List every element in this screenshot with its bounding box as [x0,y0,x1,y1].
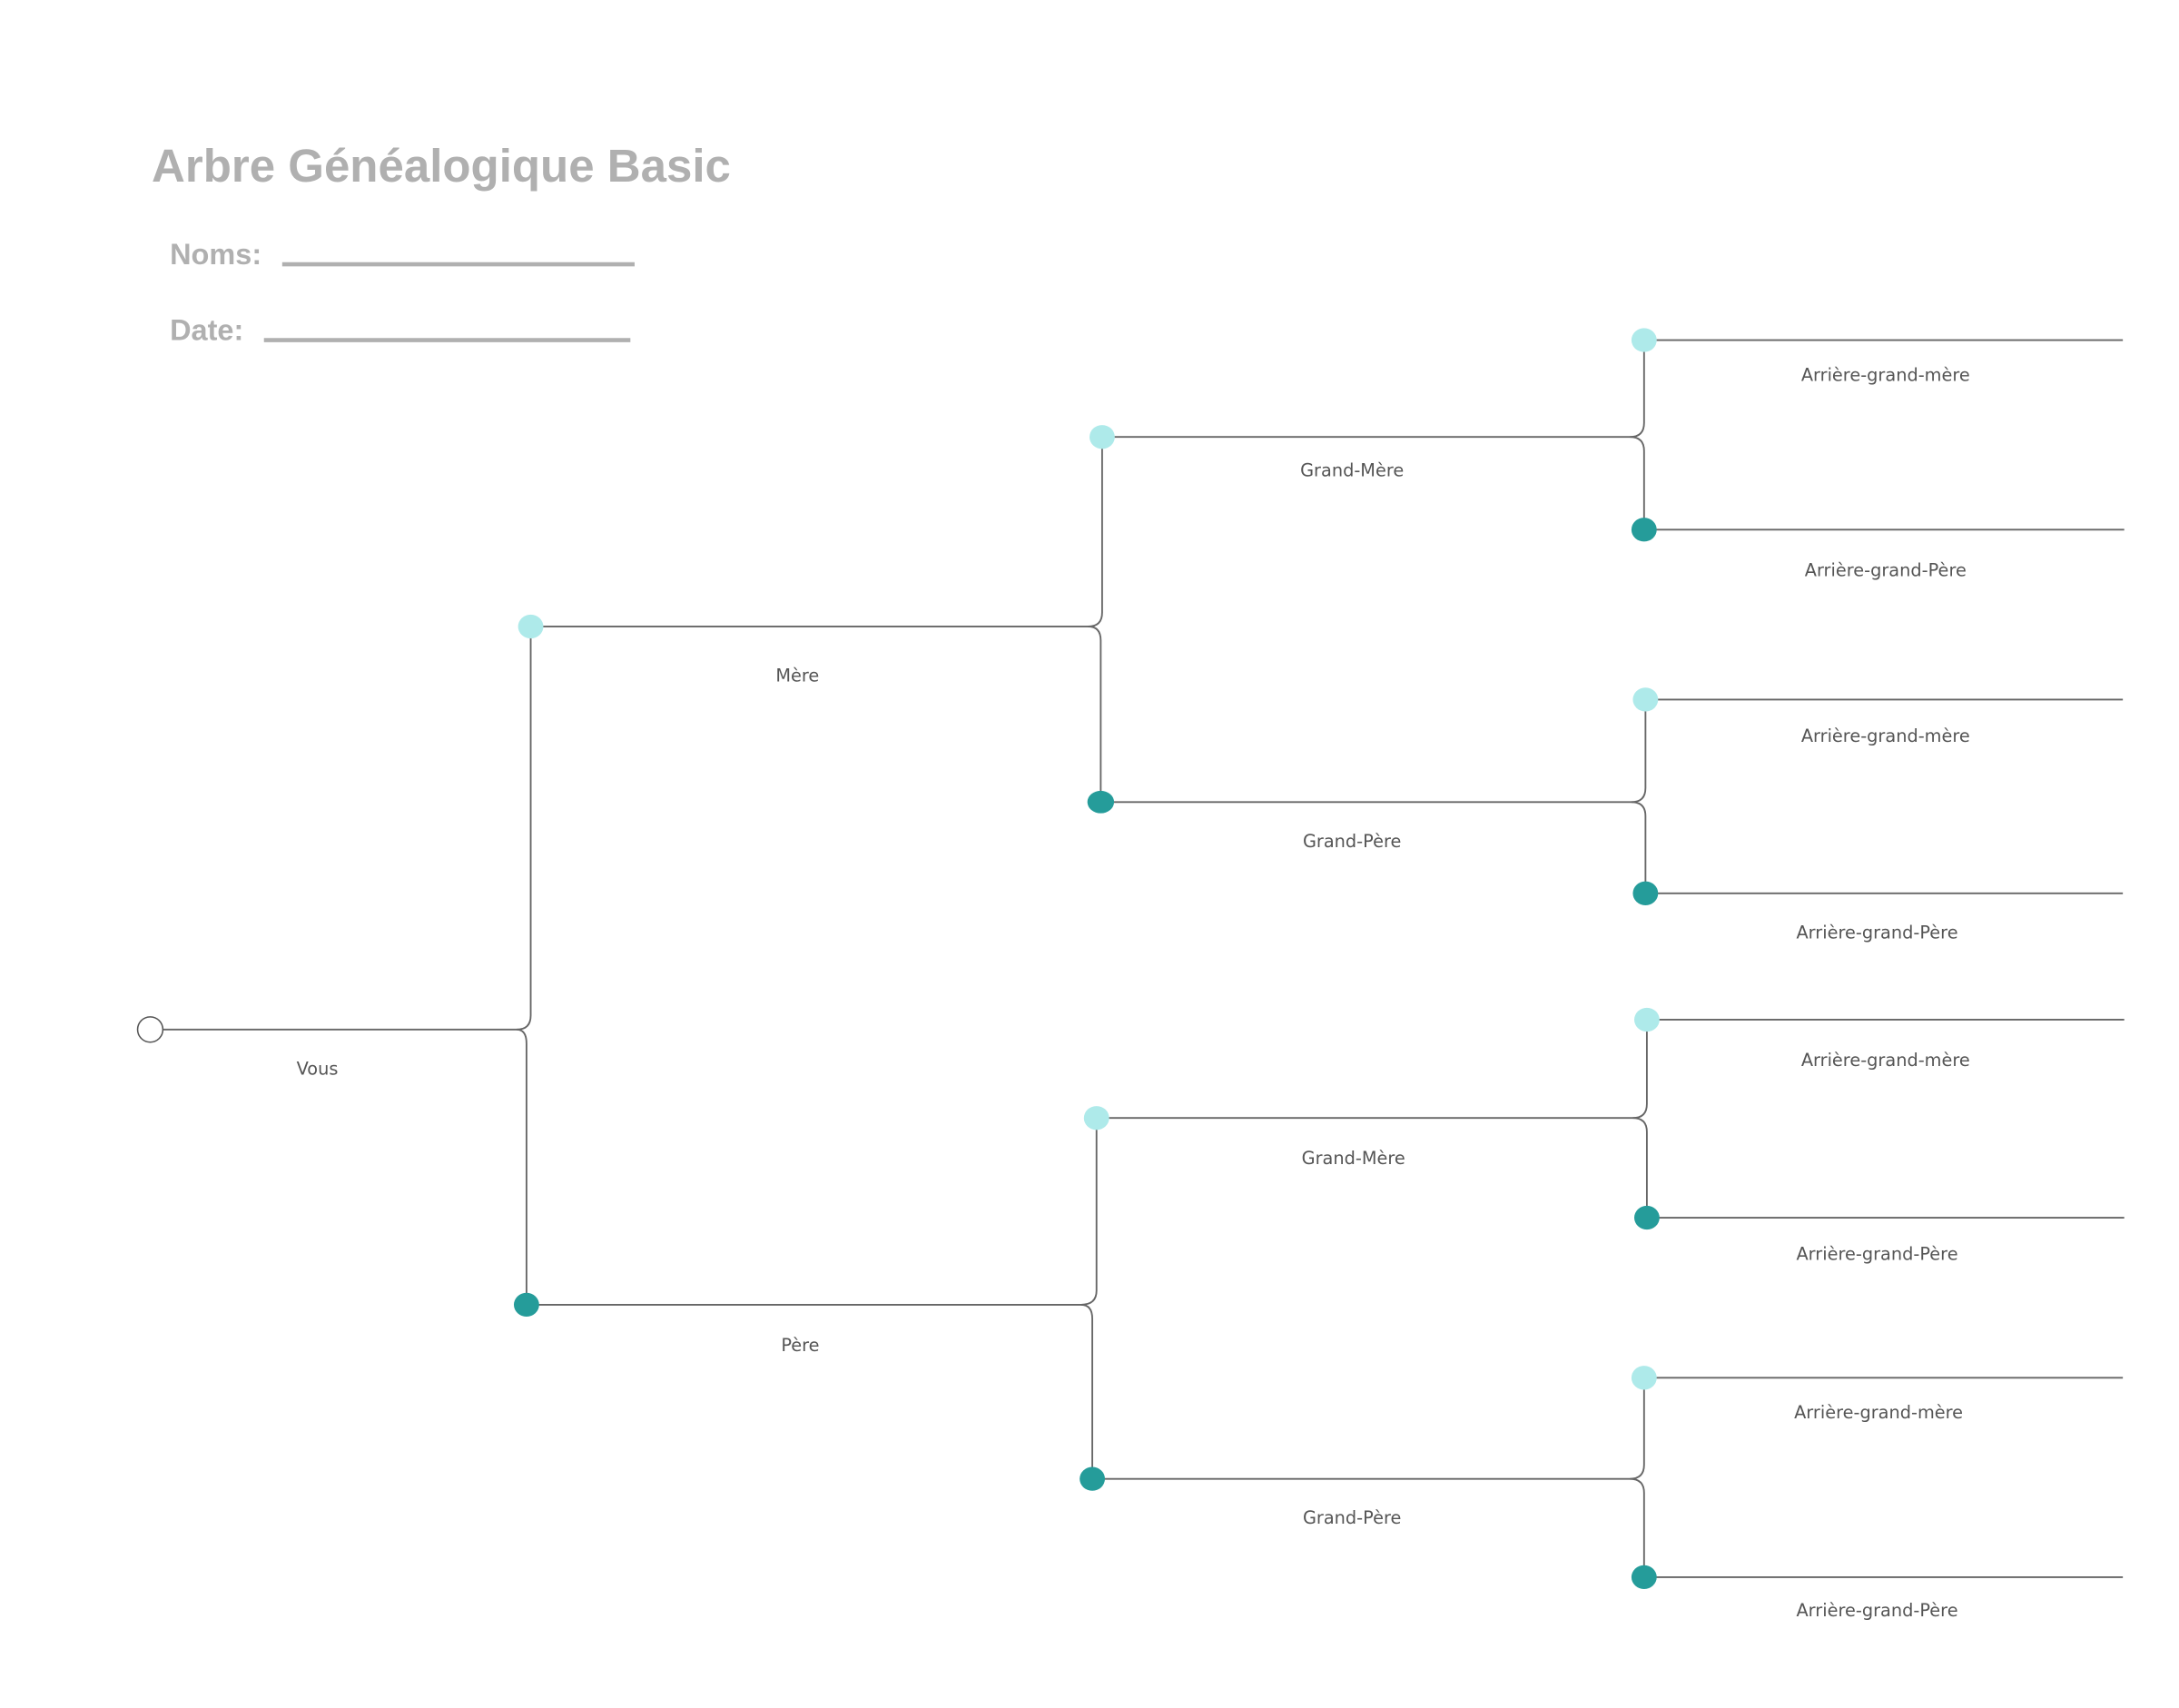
label-mother: Mère [775,665,819,686]
label-great-grandmother: Arrière-grand-mère [1801,364,1970,385]
label-maternal-grandmother: Grand-Mère [1300,460,1404,481]
label-paternal-grandmother: Grand-Mère [1302,1148,1405,1169]
node-great-grandfather[interactable] [1631,518,1657,542]
label-paternal-grandfather: Grand-Père [1303,1507,1401,1528]
label-great-grandfather: Arrière-grand-Père [1805,559,1967,580]
node-great-grandfather[interactable] [1632,881,1659,905]
node-maternal-grandmother[interactable] [1090,425,1115,449]
label-great-grandfather: Arrière-grand-Père [1796,922,1957,943]
label-maternal-grandfather: Grand-Père [1303,831,1401,852]
node-great-grandmother[interactable] [1632,687,1659,712]
node-paternal-grandmother[interactable] [1083,1106,1109,1130]
node-you[interactable] [136,1016,164,1043]
label-great-grandfather: Arrière-grand-Père [1796,1600,1957,1621]
node-paternal-grandfather[interactable] [1080,1466,1106,1491]
tree-lines [150,339,2125,1578]
label-great-grandmother: Arrière-grand-mère [1801,1050,1970,1071]
node-great-grandfather[interactable] [1634,1205,1660,1230]
node-great-grandmother[interactable] [1631,328,1657,352]
date-label: Date: [170,314,243,347]
node-great-grandmother[interactable] [1634,1007,1660,1032]
node-maternal-grandfather[interactable] [1087,790,1115,814]
label-great-grandmother: Arrière-grand-mère [1801,726,1970,746]
label-father: Père [781,1335,819,1356]
label-you: Vous [297,1058,339,1079]
node-father[interactable] [513,1292,539,1318]
node-great-grandmother[interactable] [1631,1366,1657,1390]
page-title: Arbre Généalogique Basic [152,140,731,192]
node-mother[interactable] [518,614,544,639]
label-great-grandmother: Arrière-grand-mère [1794,1402,1963,1423]
node-great-grandfather[interactable] [1631,1565,1657,1590]
label-great-grandfather: Arrière-grand-Père [1796,1243,1957,1264]
names-label: Noms: [170,238,261,271]
